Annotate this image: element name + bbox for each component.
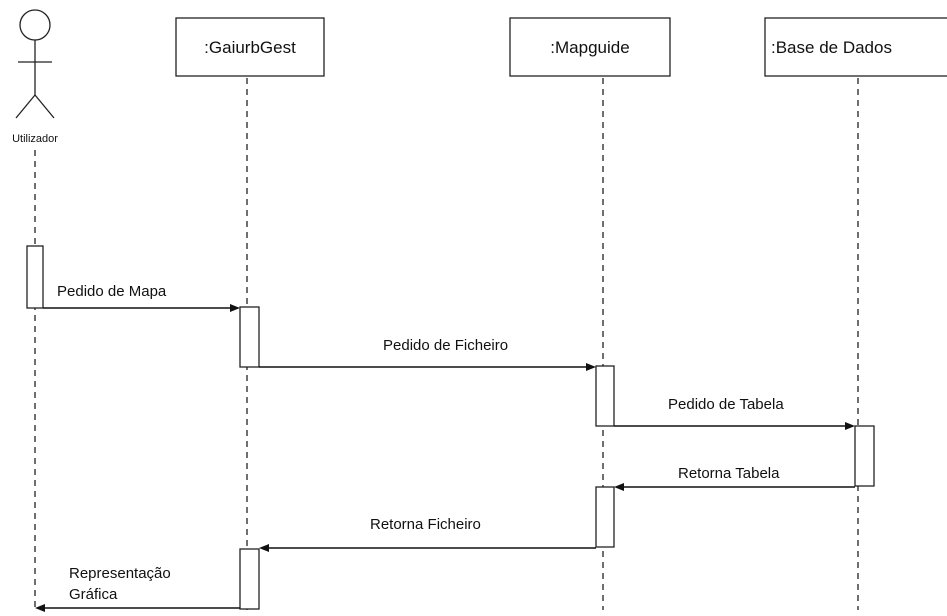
message-label-line2: Gráfica xyxy=(69,586,118,603)
lifeline-box-base-de-dados xyxy=(764,17,947,77)
actor-utilizador: Utilizador xyxy=(12,9,58,145)
lifeline-label-gaiurbgest: :GaiurbGest xyxy=(204,38,296,57)
activation-gaiurbgest-2 xyxy=(239,548,260,610)
actor-right-leg xyxy=(34,94,55,119)
message-label: Retorna Tabela xyxy=(678,465,780,482)
lifeline-label-base-de-dados: :Base de Dados xyxy=(771,38,892,57)
arrow-left-icon xyxy=(259,544,269,552)
message-label: Pedido de Ficheiro xyxy=(383,337,508,354)
arrow-right-icon xyxy=(230,304,240,312)
lifeline-label-mapguide: :Mapguide xyxy=(550,38,629,57)
lifeline-head-gaiurbgest: :GaiurbGest xyxy=(175,17,325,77)
activation-gaiurbgest-1 xyxy=(239,306,260,368)
actor-head-icon xyxy=(19,9,51,41)
message-representacao-grafica: Representação Gráfica xyxy=(35,565,240,612)
message-label: Pedido de Mapa xyxy=(57,283,167,300)
lifeline-box-gaiurbgest xyxy=(175,17,325,77)
arrow-right-icon xyxy=(586,363,596,371)
lifeline-box-mapguide xyxy=(509,17,671,77)
message-label: Pedido de Tabela xyxy=(668,396,784,413)
message-retorna-ficheiro: Retorna Ficheiro xyxy=(259,516,596,552)
message-retorna-tabela: Retorna Tabela xyxy=(614,465,855,491)
activation-mapguide-2 xyxy=(595,486,615,548)
message-pedido-de-tabela: Pedido de Tabela xyxy=(614,396,855,430)
lifeline-head-mapguide: :Mapguide xyxy=(509,17,671,77)
activation-utilizador xyxy=(26,245,44,309)
arrow-right-icon xyxy=(845,422,855,430)
actor-left-leg xyxy=(15,94,36,119)
arrow-left-icon xyxy=(614,483,624,491)
message-pedido-de-mapa: Pedido de Mapa xyxy=(43,283,240,312)
message-label-line1: Representação xyxy=(69,565,171,582)
activation-mapguide-1 xyxy=(595,365,615,427)
actor-label: Utilizador xyxy=(12,133,58,145)
arrow-left-icon xyxy=(35,604,45,612)
activation-base-de-dados xyxy=(854,425,875,487)
message-label: Retorna Ficheiro xyxy=(370,516,481,533)
lifeline-head-base-de-dados: :Base de Dados xyxy=(764,17,947,77)
message-pedido-de-ficheiro: Pedido de Ficheiro xyxy=(259,337,596,371)
